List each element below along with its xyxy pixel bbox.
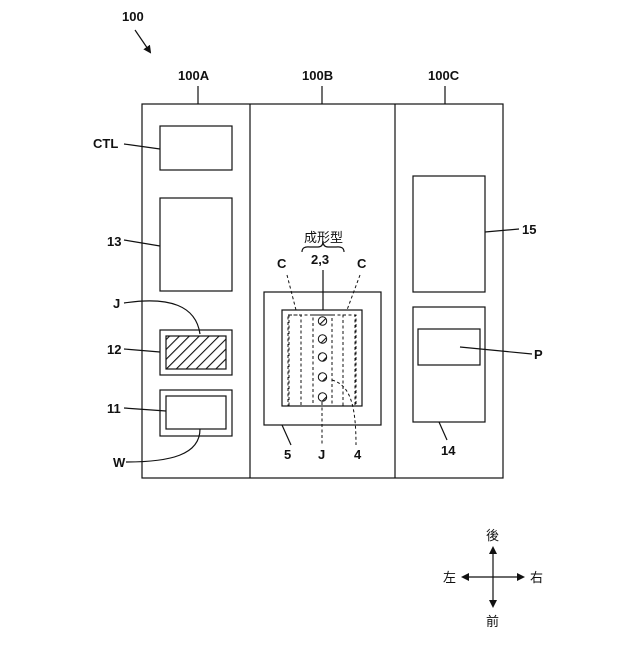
compass-front-label: 前 (486, 614, 499, 630)
section-b-label: 100B (302, 68, 333, 83)
n12-label: 12 (107, 342, 121, 357)
w-leader (126, 429, 200, 462)
channel-left (289, 315, 301, 406)
n4-leader (332, 380, 356, 445)
n5-label: 5 (284, 447, 291, 462)
w-label: W (113, 455, 126, 470)
n11-label: 11 (107, 401, 121, 416)
workpiece-pins (318, 317, 326, 401)
section-c-label: 100C (428, 68, 460, 83)
pin-5 (318, 393, 326, 401)
n23-label: 2,3 (311, 252, 329, 267)
device-arrow (135, 30, 150, 52)
section-a-label: 100A (178, 68, 210, 83)
p-label: P (534, 347, 543, 362)
c-right-label: C (357, 256, 367, 271)
c-left-label: C (277, 256, 287, 271)
direction-compass: 後 前 左 右 (443, 529, 543, 630)
compass-back-label: 後 (486, 529, 499, 544)
n14-label: 14 (441, 443, 456, 458)
compass-left-label: 左 (443, 571, 456, 586)
unit-13-box (160, 198, 232, 291)
pin-2 (318, 335, 326, 343)
pin-4 (318, 373, 326, 381)
pin-3 (318, 353, 326, 361)
controller-box (160, 126, 232, 170)
ctl-label: CTL (93, 136, 118, 151)
product-p-box (418, 329, 480, 365)
unit-15-box (413, 176, 485, 292)
n5-leader (282, 425, 291, 445)
workpiece-j-hatched (166, 336, 226, 369)
device-label: 100 (122, 9, 144, 24)
channel-right (343, 315, 355, 406)
n15-leader (485, 229, 519, 232)
n15-label: 15 (522, 222, 536, 237)
n14-leader (439, 422, 447, 440)
compass-right-label: 右 (530, 571, 543, 586)
j-top-label: J (113, 296, 120, 311)
p-leader (460, 347, 532, 354)
pin-1 (318, 317, 326, 325)
unit-11-inner (166, 396, 226, 429)
n13-label: 13 (107, 234, 121, 249)
j-bottom-label: J (318, 447, 325, 462)
n4-label: 4 (354, 447, 362, 462)
j-top-leader (124, 301, 200, 334)
